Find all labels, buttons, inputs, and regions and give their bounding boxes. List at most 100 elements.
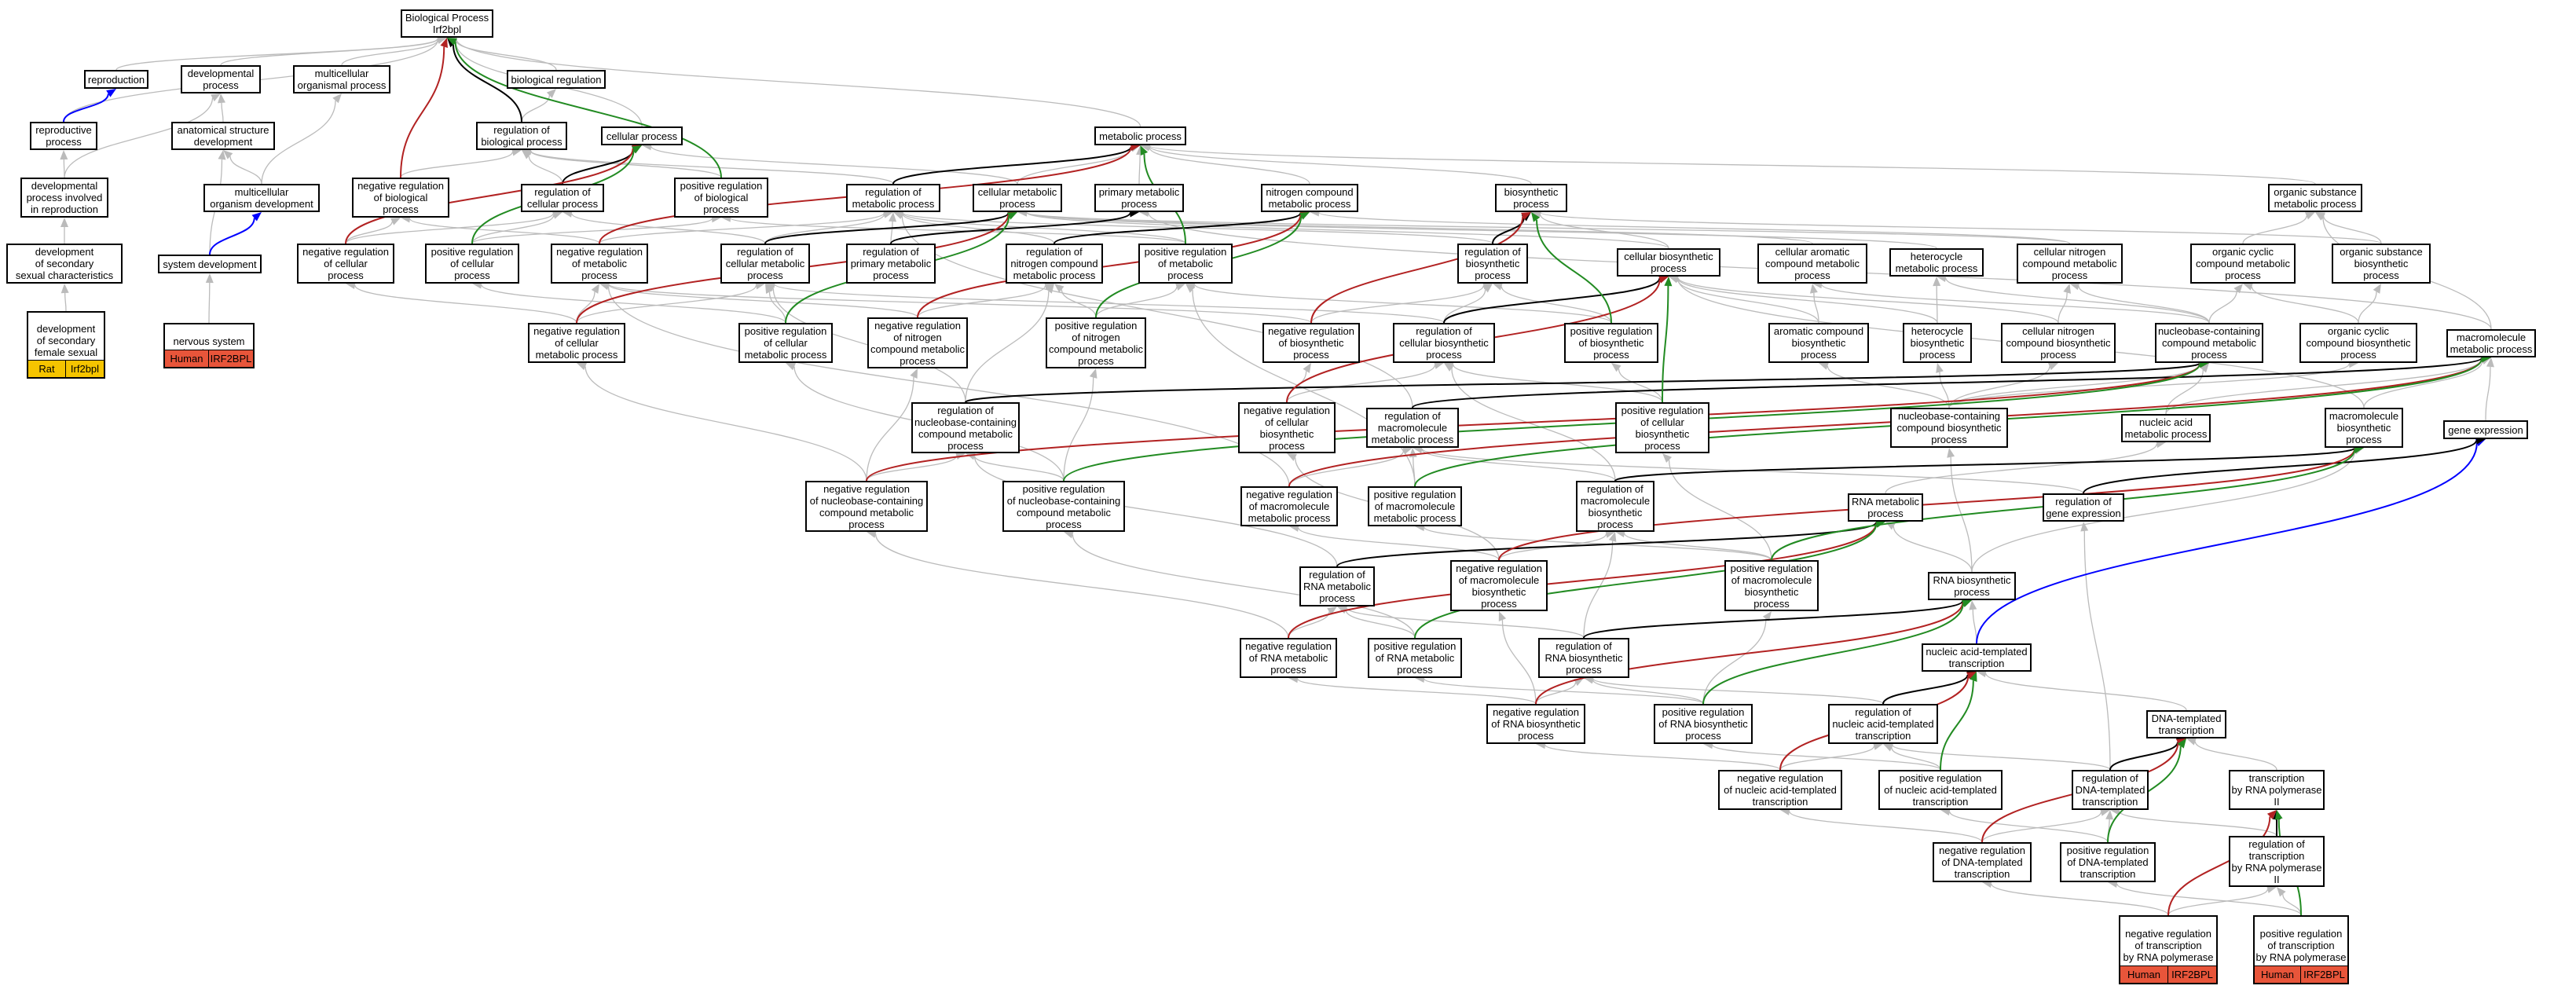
edge-arrowhead [1521, 212, 1531, 220]
edge-negatively-regulates [1535, 602, 1964, 705]
node-label-line: regulation of [863, 246, 919, 258]
node-label-line: positive regulation [1570, 325, 1653, 337]
edge-arrowhead [251, 212, 262, 222]
edge-is-a [2194, 741, 2277, 771]
node-metabolic-process[interactable]: metabolic process [1094, 126, 1186, 145]
node-biological-regulation[interactable]: biological regulation [507, 70, 606, 89]
node-cellular-process[interactable]: cellular process [601, 126, 683, 145]
edge-is-a [1592, 680, 1704, 705]
node-label-line: negative regulation [1737, 772, 1823, 784]
node-label-line: nucleobase-containing [914, 416, 1017, 428]
node-label-line: regulation of [1384, 410, 1441, 422]
node-label-line: of biological [373, 192, 428, 203]
node-reproduction[interactable]: reproduction [84, 70, 148, 89]
node-system-development[interactable]: system development [158, 255, 262, 273]
node-nervous-system-development[interactable]: nervous systemdevelopmentHumanIRF2BPL [163, 323, 255, 368]
edge-negatively-regulates [1288, 358, 2483, 487]
node-gene-expression[interactable]: gene expression [2443, 420, 2528, 439]
